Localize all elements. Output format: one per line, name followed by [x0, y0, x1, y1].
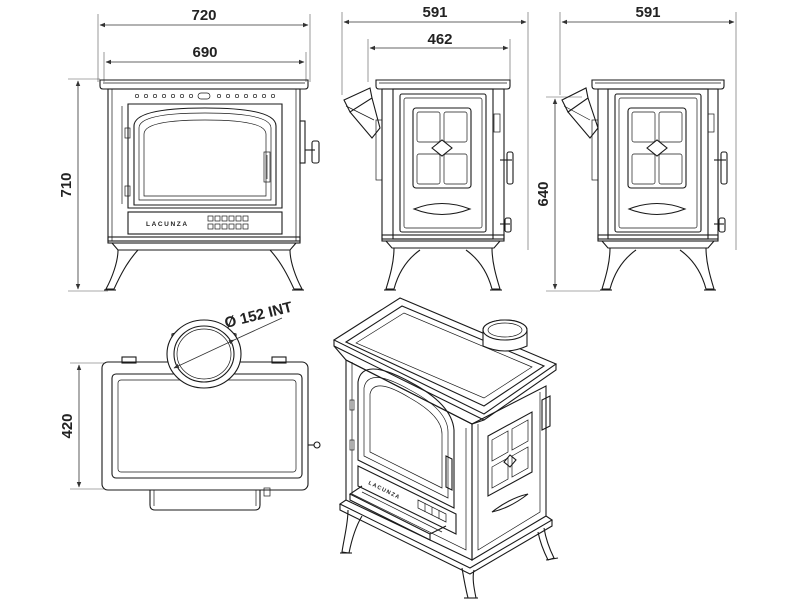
- iso-flue-collar: [482, 319, 528, 352]
- front-vent-row: [134, 92, 276, 100]
- side-view-left: 591 462: [341, 4, 529, 291]
- isometric-view: LACUNZA: [332, 297, 559, 599]
- dim-label-690: 690: [192, 44, 217, 61]
- dim-label-720: 720: [191, 7, 216, 24]
- front-door: [121, 103, 283, 209]
- iso-brand-label: LACUNZA: [367, 480, 401, 501]
- dim-label-591-left: 591: [422, 4, 447, 21]
- dim-label-710: 710: [58, 172, 75, 197]
- top-view: 420 Ø 152 INT: [59, 299, 321, 511]
- side-right-window: [627, 107, 687, 189]
- flue-diameter-label: Ø 152 INT: [223, 299, 294, 332]
- iso-front-door: [357, 368, 455, 509]
- front-air-control: [207, 215, 249, 230]
- iso-side-window: [487, 411, 533, 497]
- iso-top-plate: [332, 297, 558, 415]
- side-left-window: [412, 107, 472, 189]
- dim-label-462: 462: [427, 31, 452, 48]
- front-brand-label: LACUNZA: [146, 221, 189, 228]
- front-view: 720 690 710: [58, 7, 320, 292]
- side-view-right: 591 640: [535, 4, 737, 292]
- dim-label-640: 640: [535, 181, 552, 206]
- iso-air-control: [417, 499, 447, 523]
- top-flue-collar: [166, 317, 283, 389]
- dim-label-591-right: 591: [635, 4, 660, 21]
- dim-label-420: 420: [59, 413, 76, 438]
